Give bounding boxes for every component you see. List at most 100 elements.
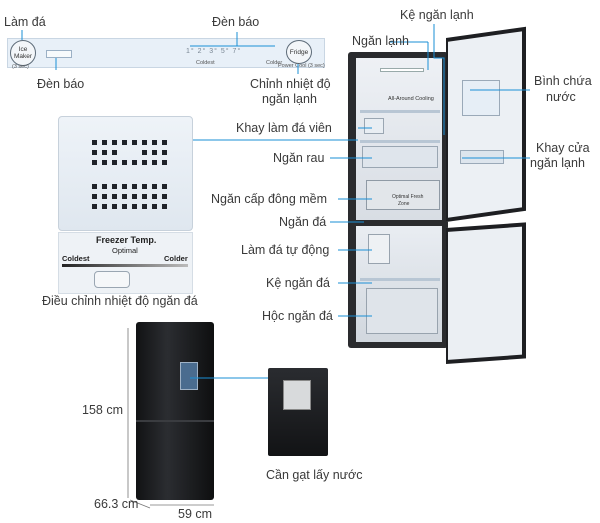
- label-lam-da: Làm đá: [4, 15, 46, 29]
- label-width: 59 cm: [178, 507, 213, 521]
- label-can-gat: Cần gạt lấy nước: [266, 468, 363, 482]
- freezer-colder-label: Colder: [164, 254, 188, 263]
- vent-hole: [152, 150, 157, 155]
- label-chinh-nhiet-do-2: ngăn lạnh: [262, 92, 317, 106]
- ice-indicator-light: [46, 50, 72, 58]
- vent-hole: [132, 194, 137, 199]
- vent-hole: [132, 204, 137, 209]
- label-binh-chua-2: nước: [546, 90, 576, 104]
- freezer-temp-title: Freezer Temp.: [96, 235, 157, 245]
- vent-hole: [92, 160, 97, 165]
- vent-hole: [142, 204, 147, 209]
- vent-hole: [152, 140, 157, 145]
- label-height: 158 cm: [82, 403, 123, 417]
- vent-hole: [112, 160, 117, 165]
- vent-hole: [122, 194, 127, 199]
- vent-hole: [142, 184, 147, 189]
- ice-maker-button[interactable]: Ice Maker: [10, 40, 36, 66]
- vent-hole: [122, 140, 127, 145]
- vent-hole: [112, 194, 117, 199]
- fridge-temp-button[interactable]: Fridge: [286, 40, 312, 64]
- label-chinh-nhiet-do-1: Chỉnh nhiệt độ: [250, 77, 331, 91]
- vent-hole: [102, 204, 107, 209]
- ice-tray: [364, 118, 384, 134]
- water-tank: [462, 80, 500, 116]
- vent-hole: [162, 194, 167, 199]
- label-ngan-cap-dong: Ngăn cấp đông mềm: [211, 192, 328, 206]
- vent-hole: [152, 204, 157, 209]
- vent-hole: [162, 204, 167, 209]
- water-dispenser-small: [180, 362, 198, 390]
- vent-hole: [152, 184, 157, 189]
- label-ngan-rau: Ngăn rau: [273, 151, 325, 165]
- vent-hole: [102, 184, 107, 189]
- fridge-door-divider: [136, 420, 214, 422]
- label-den-bao-left: Đèn báo: [37, 77, 85, 91]
- fridge-front-view: [136, 322, 214, 500]
- vent-hole: [92, 204, 97, 209]
- label-khay-cua-2: ngăn lạnh: [530, 156, 585, 170]
- ice-maker-sec-label: (3 sec): [12, 64, 29, 70]
- ice-maker-button-label: Ice Maker: [13, 46, 33, 60]
- vent-hole: [162, 184, 167, 189]
- vent-hole: [122, 204, 127, 209]
- vent-hole: [102, 150, 107, 155]
- vent-hole: [112, 184, 117, 189]
- vent-hole: [152, 194, 157, 199]
- optimal-label: Optimal: [112, 246, 138, 255]
- vent-hole: [162, 140, 167, 145]
- vent-hole: [112, 204, 117, 209]
- label-ngan-lanh: Ngăn lạnh: [352, 34, 409, 48]
- vent-hole: [132, 140, 137, 145]
- vent-hole: [112, 140, 117, 145]
- vent-hole: [122, 184, 127, 189]
- label-dieu-chinh: Điều chỉnh nhiệt độ ngăn đá: [42, 294, 198, 308]
- power-cool-label: Power Cool (3 sec): [278, 63, 325, 69]
- vegetable-drawer: [362, 146, 438, 168]
- optimal-fresh-text: Optimal Fresh: [392, 194, 424, 200]
- vent-hole: [142, 150, 147, 155]
- label-hoc-ngan-da: Hộc ngăn đá: [262, 309, 333, 323]
- vent-hole: [142, 194, 147, 199]
- label-den-bao-top: Đèn báo: [212, 15, 260, 29]
- label-khay-cua-1: Khay cửa: [536, 141, 590, 155]
- vent-hole: [142, 160, 147, 165]
- vent-hole: [152, 160, 157, 165]
- freezer-slider-track: [62, 264, 188, 267]
- label-binh-chua-1: Bình chứa: [534, 74, 592, 88]
- vent-hole: [102, 140, 107, 145]
- vent-hole: [142, 140, 147, 145]
- fridge-light-bar: [380, 68, 424, 72]
- freezer-coldest-label: Coldest: [62, 254, 90, 263]
- label-lam-da-tu-dong: Làm đá tự động: [241, 243, 330, 257]
- temperature-indicator: 1° 2° 3° 5° 7°: [186, 48, 242, 55]
- freezer-shelf: [360, 278, 440, 281]
- vent-hole: [162, 150, 167, 155]
- fridge-button-label: Fridge: [289, 48, 309, 56]
- panel-coldest-label: Coldest: [196, 60, 215, 66]
- vent-hole: [112, 150, 117, 155]
- freezer-temp-closeup: [58, 116, 193, 231]
- freezer-drawer: [366, 288, 438, 334]
- fridge-shelf: [360, 110, 440, 113]
- door-bin: [460, 150, 504, 164]
- vent-hole: [92, 140, 97, 145]
- fridge-shelf-2: [360, 140, 440, 143]
- label-depth: 66.3 cm: [94, 497, 139, 511]
- vent-hole: [132, 184, 137, 189]
- panel-colder-label: Colder: [266, 60, 283, 66]
- vent-hole: [122, 160, 127, 165]
- label-ke-ngan-da: Kệ ngăn đá: [266, 276, 330, 290]
- auto-ice-maker: [368, 234, 390, 264]
- freezer-slider-knob[interactable]: [94, 271, 130, 288]
- vent-hole: [92, 150, 97, 155]
- optimal-fresh-drawer: [366, 180, 440, 210]
- vent-hole: [92, 194, 97, 199]
- all-around-cooling-text: All-Around Cooling: [388, 96, 434, 102]
- label-ngan-da: Ngăn đá: [279, 215, 327, 229]
- label-ke-ngan-lanh: Kệ ngăn lạnh: [400, 8, 474, 22]
- vent-hole: [162, 160, 167, 165]
- vent-hole: [92, 184, 97, 189]
- label-khay-lam-da: Khay làm đá viên: [236, 121, 332, 135]
